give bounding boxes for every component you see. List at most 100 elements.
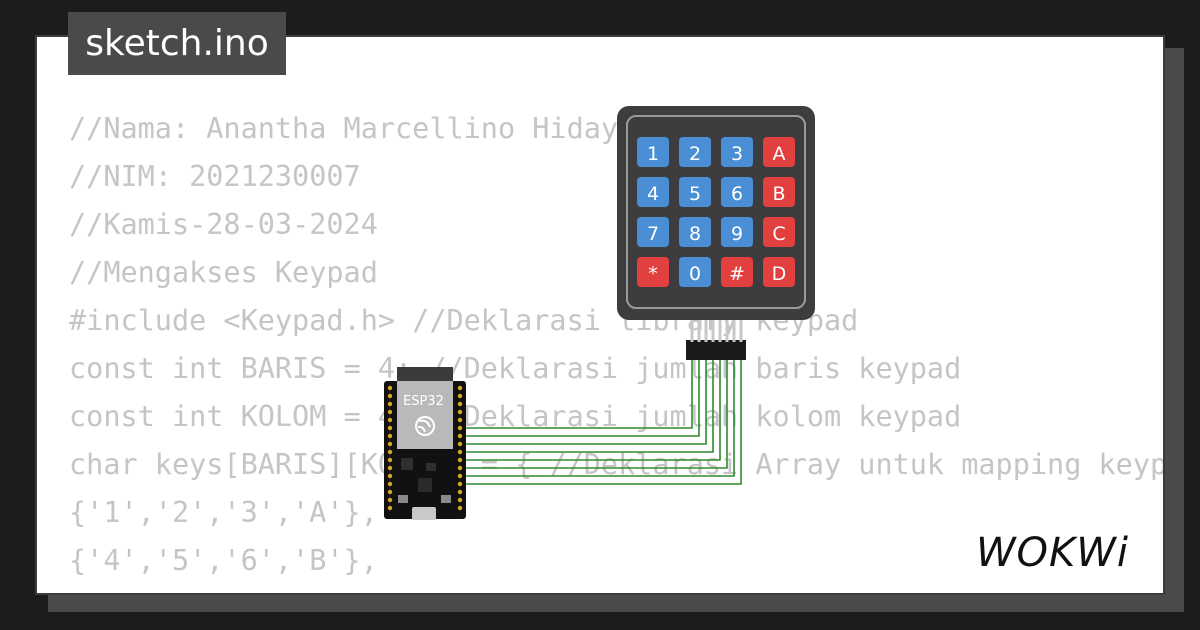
chip (426, 463, 436, 471)
key-#[interactable]: # (721, 257, 753, 287)
key-C[interactable]: C (763, 217, 795, 247)
key-cap (721, 257, 753, 287)
code-line: //NIM: 2021230007 (69, 160, 361, 193)
key-label: * (648, 263, 658, 285)
reset-button[interactable] (398, 495, 408, 503)
key-cap (763, 177, 795, 207)
wires (462, 360, 742, 485)
board-pin (457, 505, 463, 511)
key-cap (637, 257, 669, 287)
board-pin (457, 385, 463, 391)
key-label: A (773, 143, 786, 165)
board-pin (387, 385, 393, 391)
logo-text: WOKWi (976, 530, 1129, 576)
board-pin (457, 473, 463, 479)
key-label: 8 (689, 223, 701, 245)
key-1[interactable]: 1 (637, 137, 669, 167)
board-pin (457, 401, 463, 407)
wire (462, 360, 714, 453)
board-pin (387, 449, 393, 455)
board-pin (387, 401, 393, 407)
preview-card: //Nama: Anantha Marcellino Hidayat//NIM:… (35, 35, 1165, 595)
key-cap (679, 217, 711, 247)
key-5[interactable]: 5 (679, 177, 711, 207)
key-4[interactable]: 4 (637, 177, 669, 207)
code-preview: //Nama: Anantha Marcellino Hidayat//NIM:… (69, 105, 1163, 593)
board-pin (387, 497, 393, 503)
wire (462, 360, 707, 445)
key-label: 5 (689, 183, 701, 205)
keypad-pin (711, 320, 715, 342)
key-cap (763, 217, 795, 247)
key-A[interactable]: A (763, 137, 795, 167)
key-cap (763, 137, 795, 167)
key-*[interactable]: * (637, 257, 669, 287)
boot-button[interactable] (441, 495, 451, 503)
wire (462, 360, 693, 429)
key-cap (763, 257, 795, 287)
file-tab[interactable]: sketch.ino (68, 12, 286, 75)
board-pin (457, 489, 463, 495)
key-7[interactable]: 7 (637, 217, 669, 247)
antenna (397, 367, 453, 381)
keypad-pin (725, 320, 729, 342)
wire (462, 360, 728, 469)
board-pin (387, 441, 393, 447)
keypad-pin (690, 320, 694, 342)
board-pin (457, 457, 463, 463)
code-line: //Kamis-28-03-2024 (69, 208, 378, 241)
board-pin (387, 481, 393, 487)
key-label: 6 (731, 183, 743, 205)
key-2[interactable]: 2 (679, 137, 711, 167)
key-cap (721, 217, 753, 247)
key-3[interactable]: 3 (721, 137, 753, 167)
board-pin (457, 465, 463, 471)
board-pin (387, 465, 393, 471)
key-B[interactable]: B (763, 177, 795, 207)
board-pin (457, 409, 463, 415)
board-pin (387, 393, 393, 399)
key-8[interactable]: 8 (679, 217, 711, 247)
board-pins (387, 385, 463, 511)
key-cap (679, 177, 711, 207)
key-label: 2 (689, 143, 701, 165)
esp32-board[interactable]: ESP32 (384, 367, 466, 520)
keypad-pin (739, 320, 743, 342)
wokwi-logo-icon: WOKWi (976, 530, 1129, 576)
board-pin (457, 433, 463, 439)
board-pin (387, 489, 393, 495)
code-line: {'4','5','6','B'}, (69, 544, 378, 577)
board-pin (387, 417, 393, 423)
key-cap (721, 177, 753, 207)
key-6[interactable]: 6 (721, 177, 753, 207)
keypad-connector (686, 340, 746, 360)
key-label: 4 (647, 183, 659, 205)
board-pin (457, 393, 463, 399)
board-pin (387, 505, 393, 511)
key-cap (637, 137, 669, 167)
key-label: 0 (689, 263, 701, 285)
board-pin (387, 473, 393, 479)
key-label: 7 (647, 223, 659, 245)
key-label: 3 (731, 143, 743, 165)
espressif-logo-icon (415, 416, 435, 436)
board-pin (457, 425, 463, 431)
key-cap (637, 217, 669, 247)
key-0[interactable]: 0 (679, 257, 711, 287)
board-pin (387, 409, 393, 415)
board-pin (457, 497, 463, 503)
key-cap (679, 257, 711, 287)
board-pin (457, 481, 463, 487)
board-label: ESP32 (403, 394, 444, 409)
key-D[interactable]: D (763, 257, 795, 287)
usb-port (412, 507, 436, 520)
keypad-pin (704, 320, 708, 342)
key-9[interactable]: 9 (721, 217, 753, 247)
key-cap (721, 137, 753, 167)
key-label: C (772, 223, 785, 245)
chip (418, 478, 432, 492)
board-pin (387, 457, 393, 463)
board-pin (457, 449, 463, 455)
